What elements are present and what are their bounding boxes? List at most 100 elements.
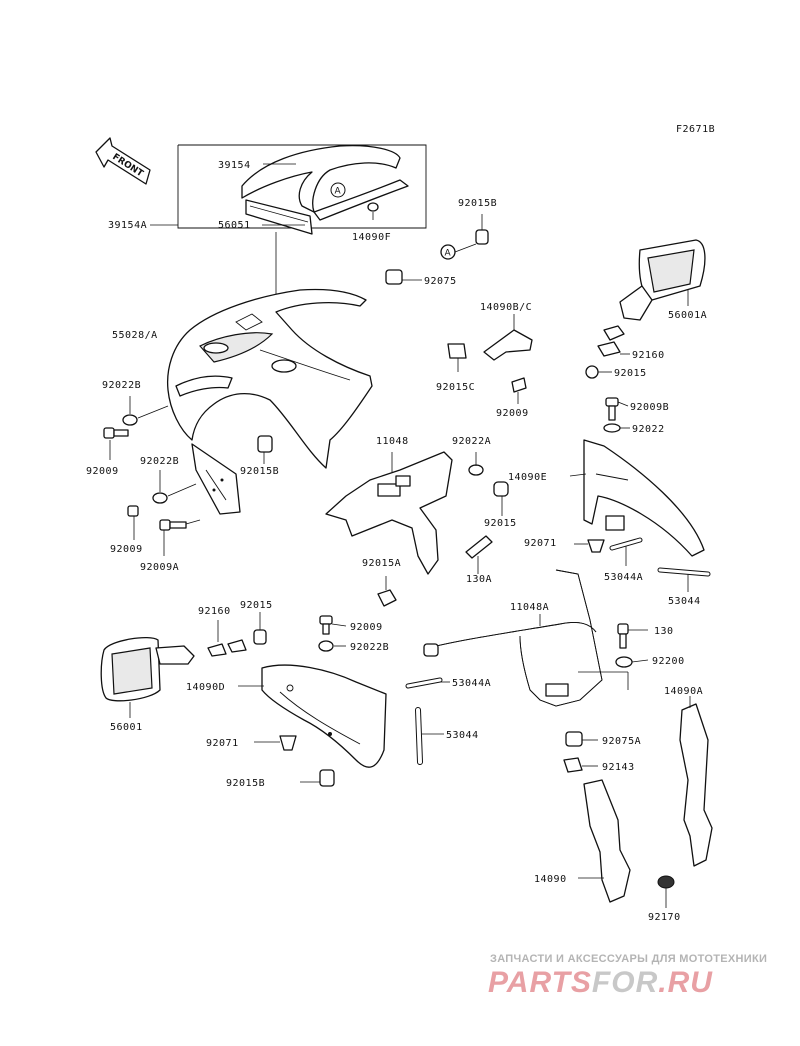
label-92015-r: 92015 (614, 368, 647, 379)
stay-11048A-part (423, 569, 629, 707)
cap-92170-part (657, 875, 675, 908)
label-92009-mid: 92009 (496, 408, 529, 419)
label-92022: 92022 (632, 424, 665, 435)
label-92015-l: 92015 (240, 600, 273, 611)
label-56001A: 56001A (668, 310, 707, 321)
label-92071-l: 92071 (206, 738, 239, 749)
label-92075: 92075 (424, 276, 457, 287)
tube-53044A-c-part (405, 677, 450, 689)
label-11048A: 11048A (510, 602, 549, 613)
label-130A: 130A (466, 574, 492, 585)
grommet-92071-l-part (254, 735, 297, 751)
watermark-brand-part1: PARTS (488, 966, 592, 999)
windshield-group: A (150, 144, 427, 235)
watermark-brand-part2: FOR (592, 966, 658, 999)
mirror-right-part (585, 239, 706, 379)
label-92170: 92170 (648, 912, 681, 923)
bolt-130-part (617, 623, 648, 649)
mirror-left-part (100, 636, 195, 718)
label-92160-l: 92160 (198, 606, 231, 617)
label-92009-l: 92009 (86, 466, 119, 477)
collar-92015B-b-part (300, 769, 335, 787)
label-39154: 39154 (218, 160, 251, 171)
label-92160-r: 92160 (632, 350, 665, 361)
label-55028A: 55028/A (112, 330, 158, 341)
bolt-92009-l-part (103, 427, 129, 460)
ref-marker-a-icon (330, 182, 346, 198)
upper-fairing-part (166, 288, 373, 515)
label-92143: 92143 (602, 762, 635, 773)
label-53044A-c: 53044A (452, 678, 491, 689)
label-14090: 14090 (534, 874, 567, 885)
tube-53044A-r-part (609, 537, 643, 566)
collar-92015-c-part (493, 481, 509, 516)
tube-53044-c-part (415, 707, 444, 765)
label-92015B-l: 92015B (240, 466, 279, 477)
watermark-tagline: ЗАПЧАСТИ И АКСЕССУАРЫ ДЛЯ МОТОТЕХНИКИ (490, 953, 767, 965)
label-130: 130 (654, 626, 674, 637)
label-92022B-l2: 92022B (140, 456, 179, 467)
bracket-14090BC-part (447, 314, 533, 404)
label-56051: 56051 (218, 220, 251, 231)
bolt-92009B-part (603, 397, 630, 433)
label-92009B: 92009B (630, 402, 669, 413)
collar-92075A-part (565, 731, 598, 747)
label-92200: 92200 (652, 656, 685, 667)
washer-92022A-part (468, 452, 484, 476)
washer-92022B-l2-part (152, 470, 197, 504)
label-92015B-b: 92015B (226, 778, 265, 789)
label-14090F: 14090F (352, 232, 391, 243)
grommet-92071-r-part (574, 539, 605, 553)
label-53044-c: 53044 (446, 730, 479, 741)
collar-92015A-part (377, 576, 397, 607)
label-53044-r: 53044 (668, 596, 701, 607)
label-53044A-r: 53044A (604, 572, 643, 583)
label-56001: 56001 (110, 722, 143, 733)
label-92015B-top: 92015B (458, 198, 497, 209)
label-92015C: 92015C (436, 382, 475, 393)
clip-92075-part (385, 269, 422, 285)
collar-92015B-part (475, 214, 489, 245)
inner-fairing-14090D-part (238, 664, 387, 768)
label-92015A: 92015A (362, 558, 401, 569)
front-arrow-icon: FRONT (95, 137, 151, 185)
watermark-brand: PARTSFOR.RU (488, 966, 713, 999)
nut-92143-part (563, 757, 598, 773)
grommet-part (367, 202, 379, 212)
bolt-92009A-part (159, 519, 201, 556)
label-14090E: 14090E (508, 472, 547, 483)
windshield-seal (245, 199, 313, 235)
stay-11048-part (325, 451, 453, 575)
panel-14090A-part (679, 696, 713, 867)
watermark: ЗАПЧАСТИ И АКСЕССУАРЫ ДЛЯ МОТОТЕХНИКИ PA… (488, 953, 767, 999)
washer-92022B-c-part (318, 640, 346, 652)
watermark-brand-part3: .RU (658, 966, 713, 999)
label-92075A: 92075A (602, 736, 641, 747)
label-92009A: 92009A (140, 562, 179, 573)
bolt-92009-c2-part (319, 615, 347, 635)
bracket-14090E-part (569, 439, 705, 557)
figure-code: F2671B (676, 124, 715, 135)
washer-92200-part (615, 656, 649, 668)
label-92015-c: 92015 (484, 518, 517, 529)
label-92009-c2: 92009 (350, 622, 383, 633)
washer-92022B-l-part (122, 396, 169, 426)
label-92022B-l: 92022B (102, 380, 141, 391)
label-92022A: 92022A (452, 436, 491, 447)
tube-53044-r-part (657, 567, 711, 592)
label-14090BC: 14090B/C (480, 302, 532, 313)
part-labels: 39154 39154A 56051 14090F 92015B 92075 5… (86, 160, 707, 923)
label-14090D: 14090D (186, 682, 225, 693)
label-11048: 11048 (376, 436, 409, 447)
label-92022B-c: 92022B (350, 642, 389, 653)
label-39154A: 39154A (108, 220, 147, 231)
windshield-part (241, 144, 401, 213)
bolt-130A-part (465, 535, 493, 574)
label-92071-r: 92071 (524, 538, 557, 549)
label-14090A: 14090A (664, 686, 703, 697)
collar-92015-l-part (253, 612, 267, 645)
bolt-92009-l2-part (127, 505, 139, 540)
ref-marker-a2-label: A (445, 249, 452, 259)
ref-marker-a-label: A (335, 187, 342, 197)
